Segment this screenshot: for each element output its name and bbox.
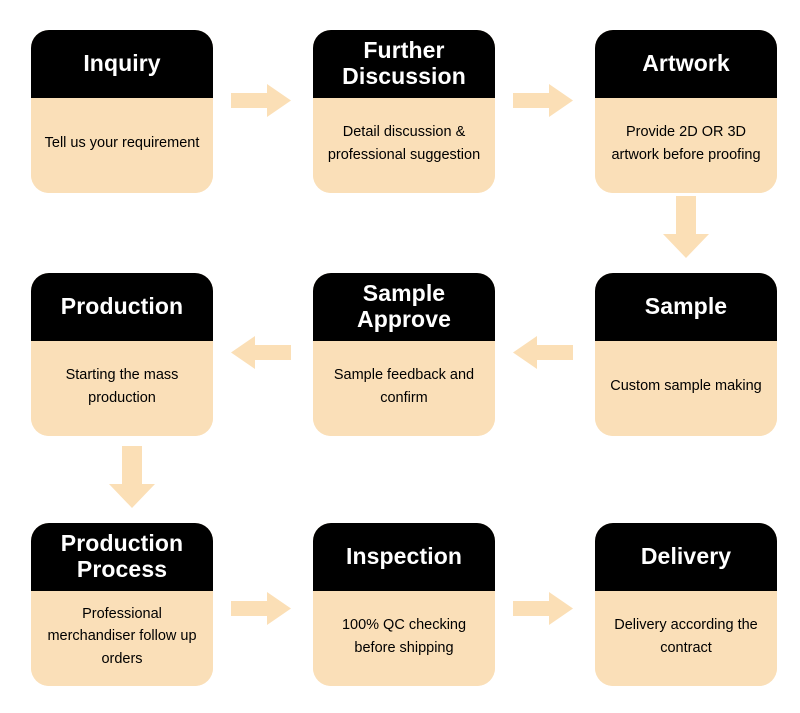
step-card-further-discussion[interactable]: Further Discussion Detail discussion & p…	[313, 30, 495, 193]
step-title-production: Production	[31, 273, 213, 341]
step-title-production-process: Production Process	[31, 523, 213, 591]
arrow-inquiry-to-further-discussion	[231, 84, 291, 117]
step-card-artwork[interactable]: Artwork Provide 2D OR 3D artwork before …	[595, 30, 777, 193]
step-description-sample: Custom sample making	[595, 341, 777, 436]
arrow-artwork-to-sample	[663, 196, 709, 258]
step-description-inquiry: Tell us your requirement	[31, 98, 213, 193]
step-description-production-process: Professional merchandiser follow up orde…	[31, 591, 213, 686]
step-card-delivery[interactable]: Delivery Delivery according the contract	[595, 523, 777, 686]
step-title-delivery: Delivery	[595, 523, 777, 591]
step-description-inspection: 100% QC checking before shipping	[313, 591, 495, 686]
arrow-inspection-to-delivery	[513, 592, 573, 625]
step-title-sample-approve: Sample Approve	[313, 273, 495, 341]
arrow-production-to-production-process	[109, 446, 155, 508]
step-description-further-discussion: Detail discussion & professional suggest…	[313, 98, 495, 193]
arrow-sample-approve-to-production	[231, 336, 291, 369]
step-title-artwork: Artwork	[595, 30, 777, 98]
step-title-inquiry: Inquiry	[31, 30, 213, 98]
step-card-sample-approve[interactable]: Sample Approve Sample feedback and confi…	[313, 273, 495, 436]
arrow-production-process-to-inspection	[231, 592, 291, 625]
step-card-production-process[interactable]: Production Process Professional merchand…	[31, 523, 213, 686]
step-card-inspection[interactable]: Inspection 100% QC checking before shipp…	[313, 523, 495, 686]
step-description-production: Starting the mass production	[31, 341, 213, 436]
step-title-further-discussion: Further Discussion	[313, 30, 495, 98]
step-description-sample-approve: Sample feedback and confirm	[313, 341, 495, 436]
step-card-inquiry[interactable]: Inquiry Tell us your requirement	[31, 30, 213, 193]
arrow-further-discussion-to-artwork	[513, 84, 573, 117]
step-title-inspection: Inspection	[313, 523, 495, 591]
arrow-sample-to-sample-approve	[513, 336, 573, 369]
step-description-delivery: Delivery according the contract	[595, 591, 777, 686]
step-title-sample: Sample	[595, 273, 777, 341]
step-card-sample[interactable]: Sample Custom sample making	[595, 273, 777, 436]
step-description-artwork: Provide 2D OR 3D artwork before proofing	[595, 98, 777, 193]
step-card-production[interactable]: Production Starting the mass production	[31, 273, 213, 436]
